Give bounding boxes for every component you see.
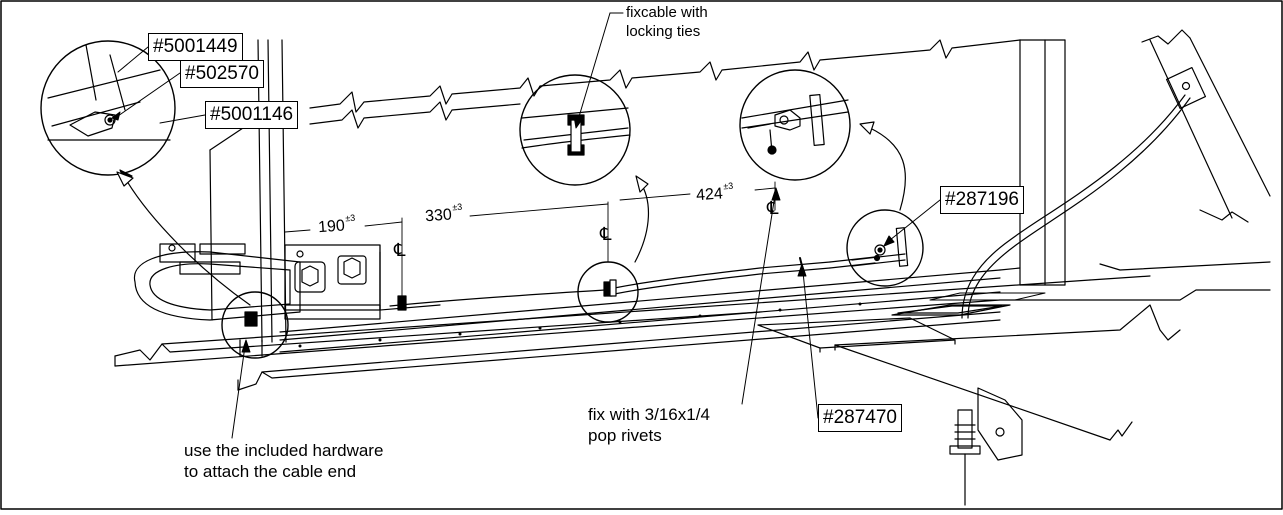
detail-circle-right (739, 69, 851, 181)
note-rivets-line1: fix with 3/16x1/4 (588, 405, 710, 424)
note-hardware-line2: to attach the cable end (184, 462, 357, 481)
dimension-190: 190±3 (317, 213, 356, 238)
detail-circle-left (40, 40, 176, 176)
part-number-287470: #287470 (818, 404, 902, 432)
part-number-287196: #287196 (940, 186, 1024, 214)
note-hardware-line1: use the included hardware (184, 441, 384, 460)
base-rails (114, 261, 1271, 391)
detail-arrows (116, 121, 906, 306)
floor-plates (757, 304, 1181, 441)
dimension-330-tolerance: ±3 (451, 201, 463, 213)
dimension-424-value: 424 (695, 185, 724, 205)
centerline-symbol-2: ℄ (600, 224, 612, 245)
detail-circle-rail-left (221, 291, 289, 359)
part-number-502570: #502570 (180, 60, 264, 88)
lower-bracket (949, 387, 1023, 506)
note-hardware: use the included hardware to attach the … (184, 440, 383, 482)
detail-circle-rail-right (846, 209, 924, 287)
note-rivets-line2: pop rivets (588, 426, 662, 445)
note-rivets: fix with 3/16x1/4 pop rivets (588, 404, 710, 446)
dimension-190-tolerance: ±3 (344, 212, 356, 224)
note-fixcable-line2: locking ties (626, 23, 701, 40)
part-number-5001449: #5001449 (148, 33, 243, 61)
detail-circle-center (519, 74, 631, 186)
centerline-symbol-3: ℄ (767, 198, 779, 219)
leader-lines (111, 12, 941, 439)
dimension-190-value: 190 (317, 217, 346, 237)
part-number-5001146: #5001146 (205, 101, 299, 129)
diagonal-arm (961, 29, 1271, 319)
dimension-424: 424±3 (695, 181, 734, 206)
note-fixcable: fixcable with locking ties (626, 3, 708, 41)
note-fixcable-line1: fixcable with (626, 4, 708, 21)
dimension-424-tolerance: ±3 (722, 180, 734, 192)
centerline-symbol-1: ℄ (394, 240, 406, 261)
dimension-330-value: 330 (424, 206, 453, 226)
dimension-330: 330±3 (424, 202, 463, 227)
dimension-lines (284, 181, 776, 299)
